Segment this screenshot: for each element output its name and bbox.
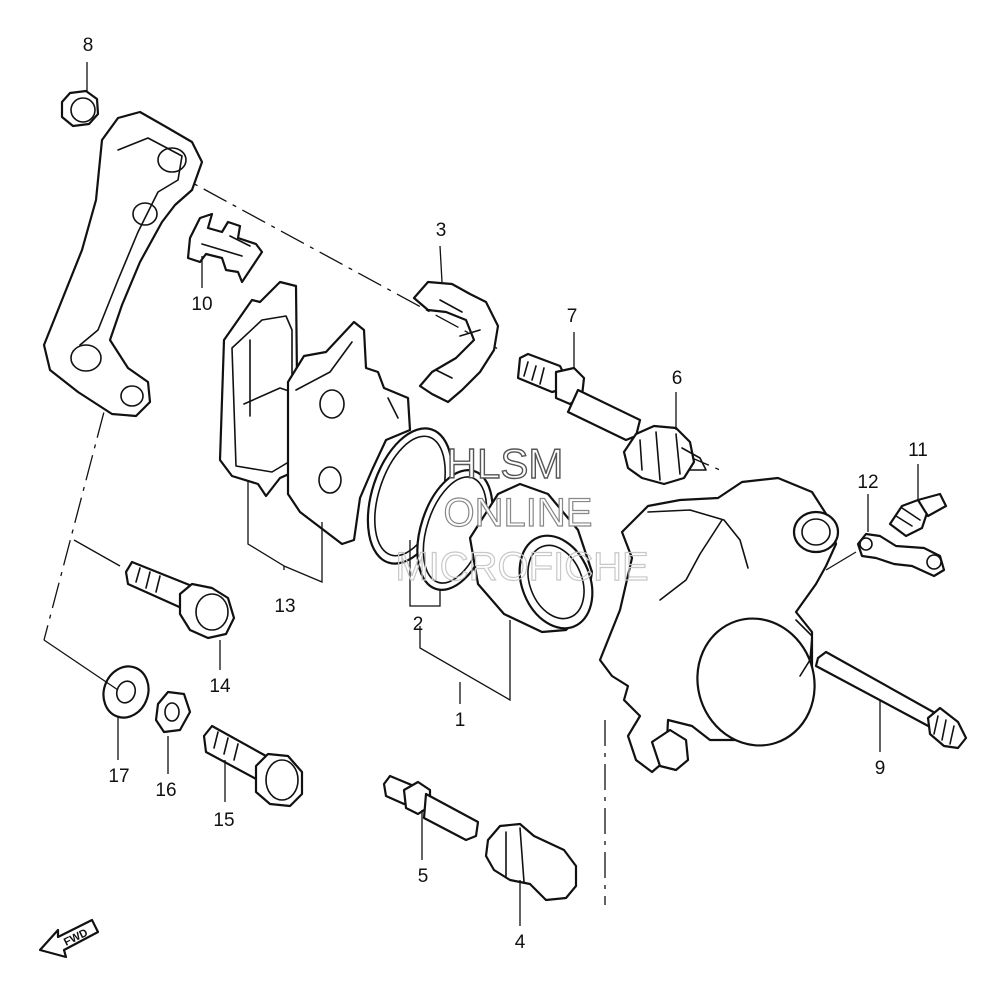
part-1-piston [468, 482, 594, 634]
part-10-pad-spring [186, 212, 264, 284]
callout-6: 6 [672, 368, 683, 389]
callout-9: 9 [875, 758, 886, 779]
arrow-left-icon [38, 918, 100, 959]
part-15-bolt [202, 724, 304, 808]
callout-7: 7 [567, 306, 578, 327]
callout-17: 17 [108, 766, 129, 787]
part-3-pad-retainer [412, 280, 500, 404]
callout-16: 16 [155, 780, 176, 801]
callout-1: 1 [455, 710, 466, 731]
callout-14: 14 [209, 676, 231, 697]
callout-3: 3 [436, 220, 447, 241]
part-13-brake-pad-outer [218, 280, 300, 498]
fwd-label: FWD [62, 927, 90, 949]
part-13-brake-pad-inner [286, 320, 412, 546]
part-9-pin [814, 650, 968, 750]
callout-12: 12 [857, 472, 878, 493]
callout-8: 8 [83, 35, 94, 56]
watermark-line-2: ONLINE [444, 491, 593, 535]
part-5-pin [382, 774, 480, 842]
part-14-bolt [124, 560, 236, 640]
leader-lines [43, 62, 919, 926]
watermark-line-1: HLSM [447, 440, 564, 487]
part-7-slide-pin [516, 352, 642, 442]
callout-4: 4 [515, 932, 526, 953]
part-11-bleeder-valve [888, 492, 948, 538]
callout-2: 2 [413, 614, 424, 635]
callout-10: 10 [191, 294, 212, 315]
callout-15: 15 [213, 810, 234, 831]
part-4-boot [484, 822, 578, 902]
part-6-boot [622, 424, 707, 486]
callout-13: 13 [274, 596, 295, 617]
part-8-nut [60, 89, 100, 128]
caliper-body [598, 476, 840, 774]
callout-11: 11 [908, 440, 928, 461]
watermark-line-3: MICROFICHE [395, 545, 648, 589]
caliper-bracket [42, 110, 204, 418]
fwd-direction-badge: FWD [38, 918, 100, 959]
part-17-washer [102, 665, 150, 719]
part-12-bracket [856, 532, 946, 578]
callout-5: 5 [418, 866, 429, 887]
watermark: HLSM ONLINE MICROFICHE [395, 439, 650, 589]
callout-labels: 8 3 10 7 6 11 12 13 2 14 1 9 17 16 15 5 … [83, 35, 928, 953]
part-16-nut [154, 690, 192, 734]
